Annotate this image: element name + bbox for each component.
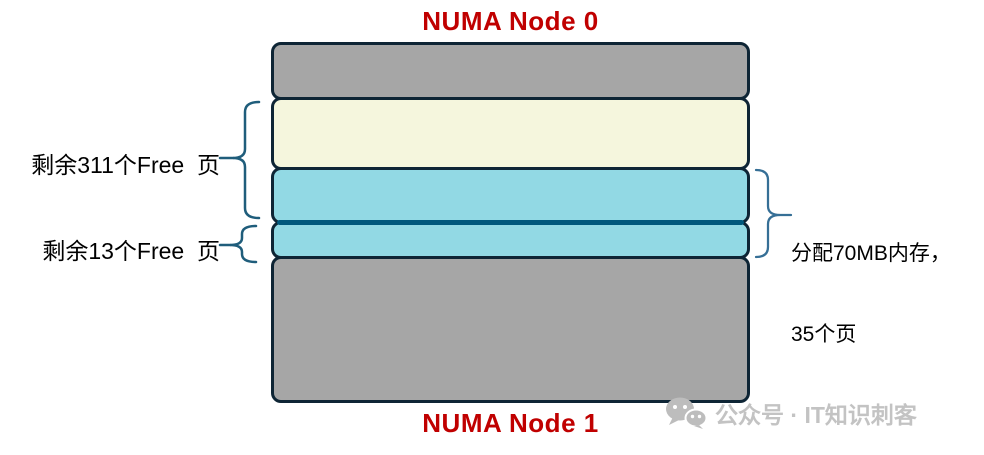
watermark-text: 公众号 · IT知识刺客 xyxy=(715,402,917,428)
memory-segment-node1-used xyxy=(271,256,750,403)
memory-segment-node0-used xyxy=(271,42,750,100)
memory-segment-node0-free xyxy=(271,97,750,170)
wechat-icon xyxy=(666,397,708,429)
right-brace-alloc xyxy=(754,168,781,259)
left-brace-13 xyxy=(229,224,258,264)
allocated-segments-divider xyxy=(277,220,744,225)
memory-segment-allocated-lower xyxy=(271,221,750,259)
numa-node1-title: NUMA Node 1 xyxy=(422,408,599,438)
left-brace-311 xyxy=(232,100,261,220)
allocation-label-line2: 35个页 xyxy=(791,323,857,346)
numa-node0-title: NUMA Node 0 xyxy=(422,6,599,36)
memory-segment-allocated-upper xyxy=(271,167,750,224)
allocation-label-line1: 分配70MB内存， xyxy=(791,242,951,265)
free-pages-311-label: 剩余311个Free 页 xyxy=(31,152,220,178)
free-pages-13-label: 剩余13个Free 页 xyxy=(42,238,220,264)
allocation-label: 分配70MB内存， 35个页 xyxy=(791,186,951,402)
watermark: 公众号 · IT知识刺客 xyxy=(664,396,917,430)
